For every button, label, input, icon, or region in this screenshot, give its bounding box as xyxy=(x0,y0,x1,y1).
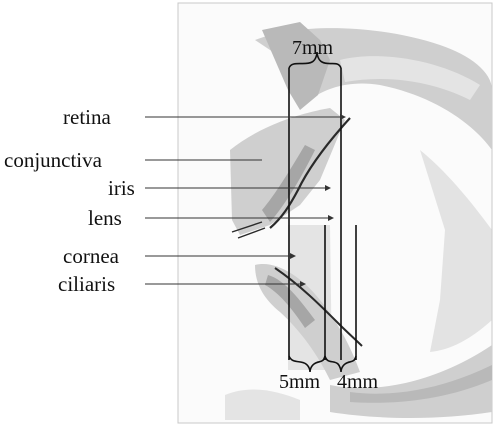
dimension-bottom-left: 5mm xyxy=(279,371,321,393)
label-ciliaris: ciliaris xyxy=(58,272,115,296)
dimension-top: 7mm xyxy=(292,37,334,59)
label-retina: retina xyxy=(63,105,111,129)
label-iris: iris xyxy=(108,176,135,200)
label-conjunctiva: conjunctiva xyxy=(4,148,103,172)
dimension-bottom-right: 4mm xyxy=(337,371,379,393)
label-lens: lens xyxy=(88,206,122,230)
label-cornea: cornea xyxy=(63,244,120,268)
